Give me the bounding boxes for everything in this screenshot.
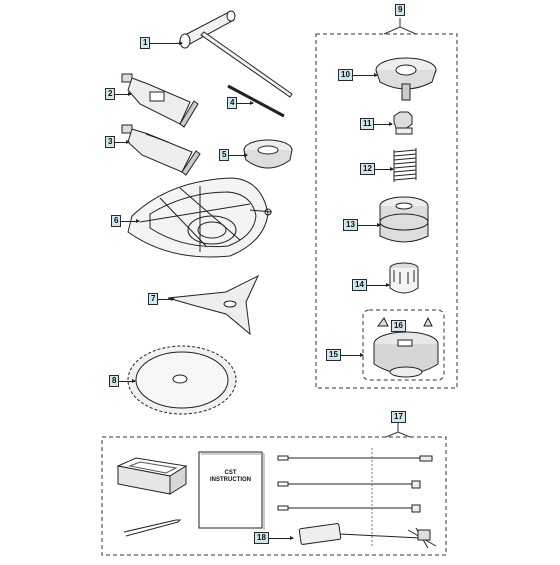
leader-line-10 [352, 72, 378, 77]
diagnostic-cable-part [298, 523, 437, 549]
leader-line-15 [340, 352, 364, 357]
callout-16: 16 [391, 320, 406, 332]
cable-set-part [277, 448, 433, 548]
leader-line-1 [150, 40, 184, 45]
callout-label-18: 18 [254, 532, 269, 544]
leader-line-2 [115, 91, 133, 96]
head-housing-part [375, 57, 437, 101]
callout-label-15: 15 [326, 349, 341, 361]
instruction-doc-title: CST INSTRUCTION [199, 470, 262, 484]
callout-14: 14 [352, 279, 390, 291]
spool-cap-part [243, 139, 293, 169]
callout-7: 7 [148, 293, 176, 305]
kit-box-15 [362, 309, 445, 381]
blade-guard-part [127, 177, 273, 258]
instruction-doc-line1: CST [224, 470, 237, 476]
bump-knob-part [389, 262, 419, 294]
t-wrench-part [179, 10, 293, 98]
callout-8: 8 [109, 375, 137, 387]
callout-18: 18 [254, 532, 294, 544]
leader-line-7 [158, 296, 176, 301]
bracket-9 [383, 18, 417, 35]
bracket-17 [385, 423, 411, 438]
tweezers-part [123, 519, 182, 537]
callout-10: 10 [338, 69, 378, 81]
callout-label-14: 14 [352, 279, 367, 291]
grass-blade-part [167, 274, 260, 336]
callout-6: 6 [111, 215, 141, 227]
callout-label-7: 7 [148, 293, 159, 305]
callout-13: 13 [343, 219, 381, 231]
leader-line-4 [237, 100, 255, 105]
callout-label-9: 9 [395, 4, 406, 16]
callout-label-11: 11 [360, 118, 375, 130]
callout-3: 3 [105, 136, 131, 148]
hex-nut-part [393, 111, 413, 135]
callout-label-3: 3 [105, 136, 116, 148]
callout-15: 15 [326, 349, 364, 361]
leader-line-11 [374, 121, 394, 126]
callout-label-10: 10 [338, 69, 353, 81]
grease-tube-part-2 [121, 124, 201, 176]
instruction-doc-line2: INSTRUCTION [210, 477, 251, 483]
line-spool-part [379, 196, 429, 243]
instruction-manual-part [198, 451, 265, 530]
callout-label-13: 13 [343, 219, 358, 231]
callout-1: 1 [140, 37, 184, 49]
leader-line-6 [121, 218, 141, 223]
leader-line-14 [366, 282, 390, 287]
tool-case-part [116, 457, 188, 495]
callout-9: 9 [395, 4, 406, 16]
locking-pin-part [227, 84, 285, 118]
leader-line-12 [374, 166, 394, 171]
leader-line-13 [357, 222, 381, 227]
leader-line-3 [115, 139, 131, 144]
callout-label-6: 6 [111, 215, 122, 227]
callout-11: 11 [360, 118, 394, 130]
callout-label-16: 16 [391, 320, 406, 332]
grease-tube-part [121, 73, 199, 128]
callout-label-8: 8 [109, 375, 120, 387]
callout-label-17: 17 [391, 411, 406, 423]
callout-label-5: 5 [219, 149, 230, 161]
trimmer-head-assembly-part [373, 316, 439, 378]
callout-12: 12 [360, 163, 394, 175]
saw-blade-part [127, 345, 237, 415]
callout-label-1: 1 [140, 37, 151, 49]
leader-line-5 [229, 152, 249, 157]
callout-label-2: 2 [105, 88, 116, 100]
callout-4: 4 [227, 97, 255, 109]
kit-box-9 [315, 33, 458, 389]
callout-label-4: 4 [227, 97, 238, 109]
callout-2: 2 [105, 88, 133, 100]
kit-box-17 [101, 436, 447, 556]
leader-line-18 [268, 535, 294, 540]
leader-line-8 [119, 378, 137, 383]
callout-5: 5 [219, 149, 249, 161]
spring-part [393, 148, 417, 182]
callout-label-12: 12 [360, 163, 375, 175]
callout-17: 17 [391, 411, 406, 423]
